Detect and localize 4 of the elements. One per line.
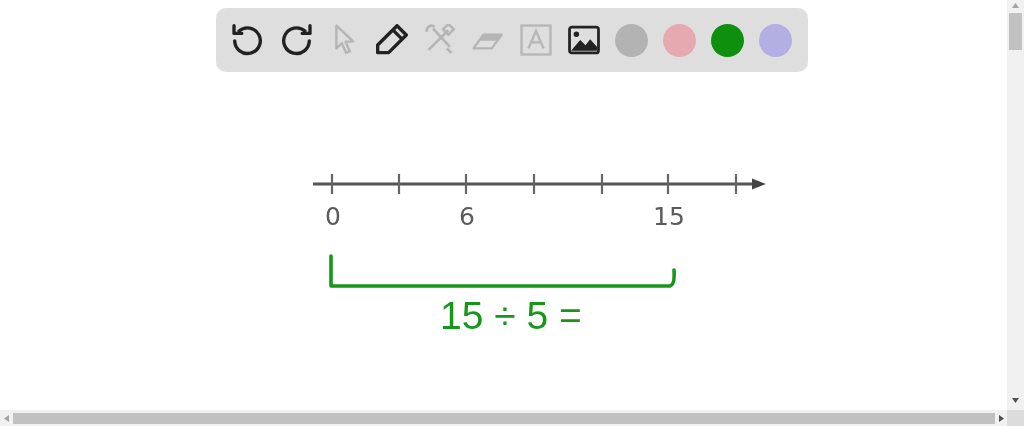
tick-label: 6 xyxy=(459,203,475,231)
tick-label: 0 xyxy=(325,203,341,231)
tick-label: 15 xyxy=(653,203,685,231)
handwritten-equation: 15 ÷ 5 = xyxy=(440,295,582,337)
